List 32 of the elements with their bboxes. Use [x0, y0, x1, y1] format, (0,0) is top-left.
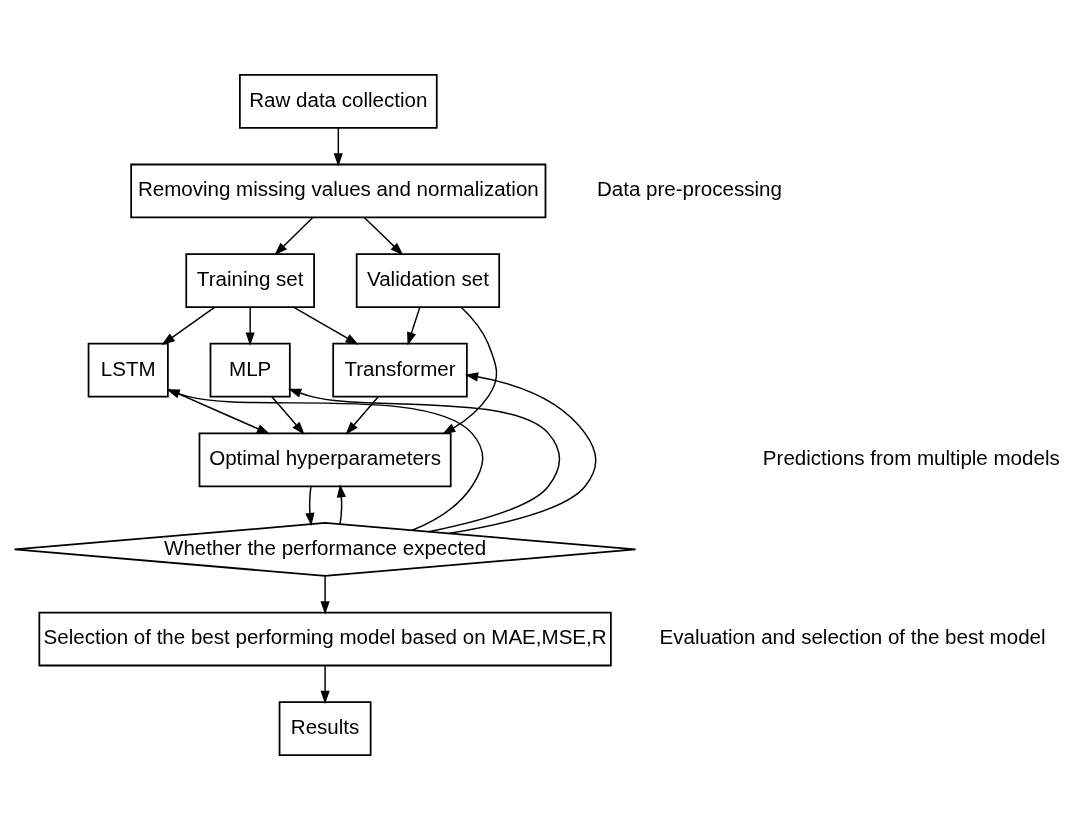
node-box: Results: [278, 701, 372, 756]
node-box: Training set: [185, 253, 315, 308]
arrow: [320, 664, 330, 705]
node-box: Raw data collection: [239, 74, 438, 129]
label: Data pre-processing: [596, 177, 782, 201]
arrow: [245, 306, 255, 346]
node-box: Optimal hyperparameters: [198, 432, 452, 488]
arrow: [292, 306, 359, 345]
arrow: [305, 485, 315, 527]
arrow: [333, 127, 343, 167]
arrow: [274, 216, 314, 256]
arrow: [336, 484, 347, 525]
arrow: [447, 372, 597, 535]
node-box: Transformer: [332, 342, 468, 398]
arrow: [288, 388, 561, 533]
label: Predictions from multiple models: [762, 446, 1060, 470]
arrow: [167, 388, 271, 435]
arrow: [407, 306, 421, 346]
node-diamond: Whether the performance expected: [13, 522, 637, 577]
arrow: [442, 306, 498, 435]
label: Evaluation and selection of the best model: [659, 625, 1046, 649]
node-box: Selection of the best performing model based on MAE,MSE,R: [38, 611, 612, 667]
arrow: [271, 396, 305, 435]
node-box: LSTM: [87, 342, 169, 398]
node-box: Validation set: [355, 253, 501, 308]
node-box: MLP: [209, 342, 291, 398]
arrow: [363, 216, 404, 256]
arrow: [161, 306, 216, 345]
node-box: Removing missing values and normalization: [130, 163, 547, 219]
arrow: [320, 575, 330, 615]
arrow: [345, 396, 380, 435]
arrow: [166, 389, 484, 531]
